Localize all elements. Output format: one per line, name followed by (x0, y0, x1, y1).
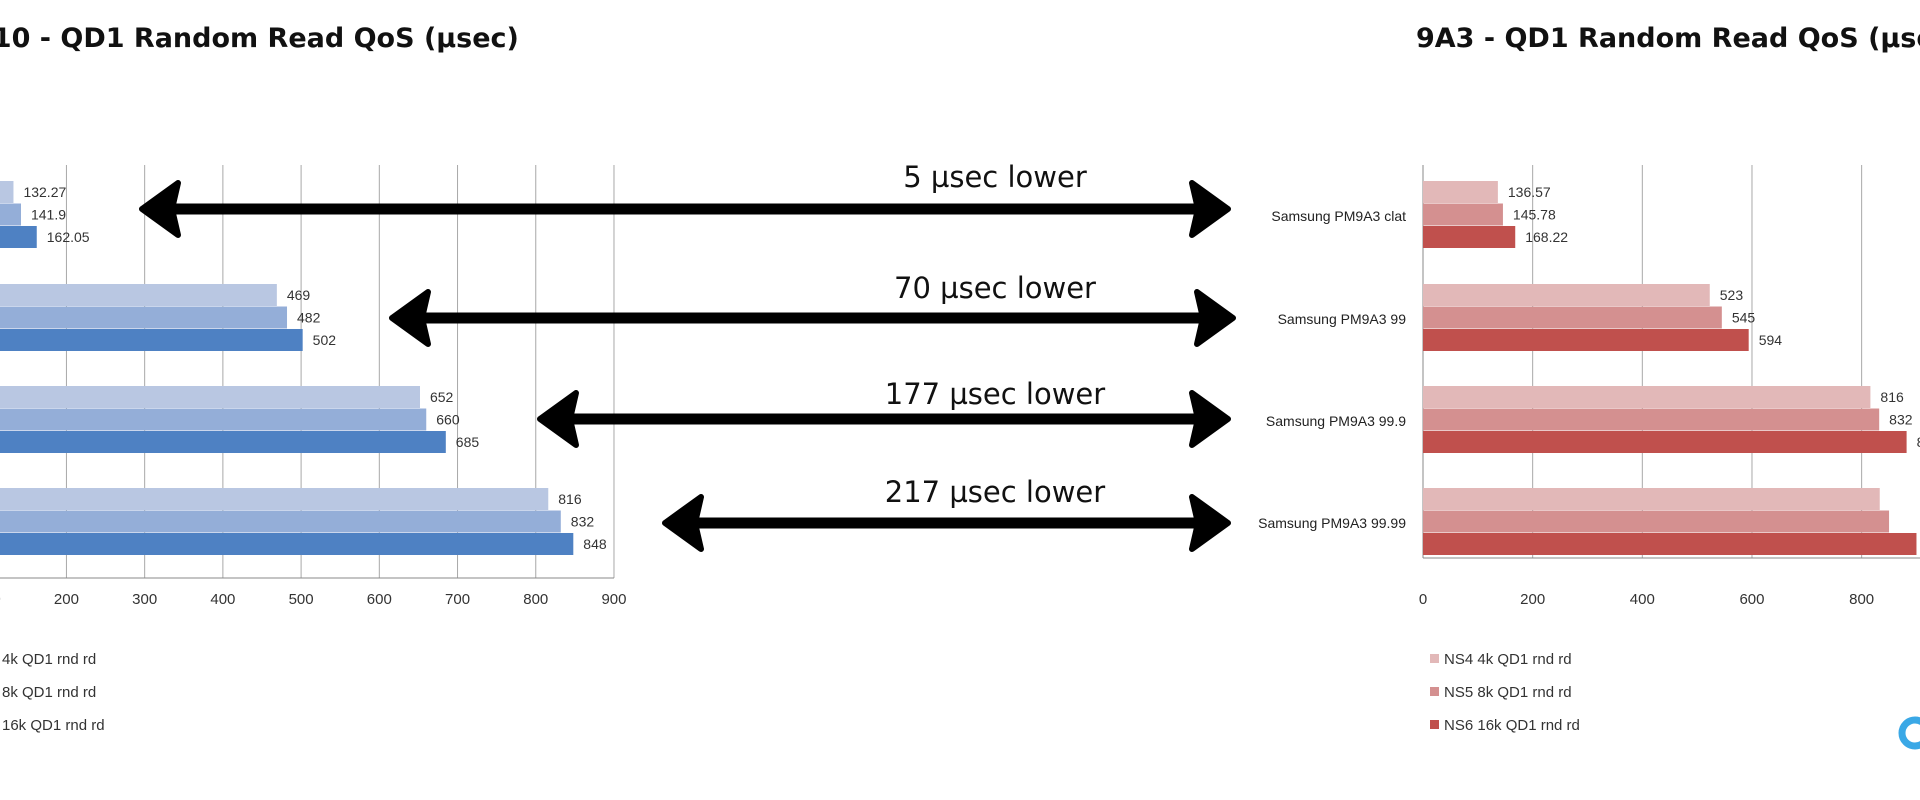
right-bar (1423, 431, 1907, 453)
left-data-label: 482 (297, 310, 321, 326)
left-bar (0, 533, 574, 555)
arrow-head-right (1189, 390, 1231, 448)
right-bar (1423, 386, 1871, 408)
logo-icon (1898, 716, 1920, 750)
right-category-label: Samsung PM9A3 99 (1278, 311, 1407, 327)
left-bar (0, 284, 277, 306)
right-data-label: 168.22 (1525, 229, 1568, 245)
left-bar (0, 488, 549, 510)
left-data-label: 832 (571, 514, 595, 530)
left-x-tick-label: 300 (132, 591, 157, 608)
difference-annotation: 177 µsec lower (885, 377, 1105, 411)
right-bar (1423, 306, 1722, 329)
left-bar (0, 226, 37, 248)
difference-annotation: 5 µsec lower (903, 160, 1087, 194)
left-bar-chart: 100 200 300 400 500 600 700 800 900 132.27 469 652 8… (0, 165, 626, 734)
left-data-label: 652 (430, 389, 454, 405)
right-bar (1423, 488, 1880, 510)
right-legend-swatch (1430, 687, 1439, 696)
left-bar (0, 203, 21, 226)
arrow-head-left (139, 180, 181, 238)
right-category-label: Samsung PM9A3 99.9 (1266, 413, 1406, 429)
right-legend-swatch (1430, 720, 1439, 729)
right-bar (1423, 226, 1516, 248)
right-legend-label: NS5 8k QD1 rnd rd (1444, 684, 1572, 701)
left-bar (0, 510, 561, 533)
left-x-tick-label: 500 (289, 591, 314, 608)
left-data-label: 502 (313, 332, 337, 348)
right-data-label: 145.78 (1513, 207, 1556, 223)
arrow-head-left (537, 390, 579, 448)
arrow-head-right (1189, 494, 1231, 552)
right-bar (1423, 329, 1749, 351)
right-x-tick-label: 200 (1520, 591, 1545, 608)
left-data-label: 816 (558, 491, 582, 507)
right-bar (1423, 284, 1710, 306)
left-data-label: 469 (287, 287, 311, 303)
left-bar (0, 181, 14, 203)
difference-arrows: 5 µsec lower 70 µsec lower 177 µsec lower 2… (139, 160, 1236, 552)
left-legend-label: 8k QD1 rnd rd (2, 684, 96, 701)
arrow-head-left (662, 494, 704, 552)
right-legend-swatch (1430, 654, 1439, 663)
arrow-head-right (1194, 289, 1236, 347)
right-category-label: Samsung PM9A3 99.99 (1258, 515, 1406, 531)
right-data-label: 136.57 (1508, 184, 1551, 200)
left-legend-label: 16k QD1 rnd rd (2, 717, 105, 734)
right-data-label: 816 (1880, 389, 1904, 405)
right-data-label: 832 (1889, 412, 1913, 428)
left-data-label: 660 (436, 412, 460, 428)
left-data-label: 141.9 (31, 207, 66, 223)
left-bar (0, 386, 420, 408)
left-x-tick-label: 800 (523, 591, 548, 608)
right-x-tick-label: 0 (1419, 591, 1427, 608)
left-x-tick-label: 100 (0, 591, 1, 608)
left-data-label: 132.27 (23, 184, 66, 200)
left-x-tick-label: 400 (210, 591, 235, 608)
right-x-tick-label: 600 (1739, 591, 1764, 608)
right-x-tick-label: 800 (1849, 591, 1874, 608)
left-data-label: 848 (583, 536, 607, 552)
left-data-label: 685 (456, 434, 480, 450)
right-bar (1423, 408, 1880, 431)
right-data-label: 594 (1759, 332, 1783, 348)
left-x-tick-label: 700 (445, 591, 470, 608)
left-x-tick-label: 200 (54, 591, 79, 608)
right-bar (1423, 510, 1890, 533)
right-legend-label: NS4 4k QD1 rnd rd (1444, 651, 1572, 668)
left-bar (0, 306, 288, 329)
left-bar (0, 431, 446, 453)
right-data-label: 545 (1732, 310, 1756, 326)
right-bar (1423, 181, 1498, 203)
left-bar (0, 408, 427, 431)
right-chart-title: 9A3 - QD1 Random Read QoS (µsec (1416, 23, 1920, 54)
right-x-tick-label: 400 (1630, 591, 1655, 608)
left-chart-title: 510 - QD1 Random Read QoS (µsec) (0, 23, 519, 54)
difference-annotation: 70 µsec lower (894, 271, 1096, 305)
left-x-tick-label: 900 (601, 591, 626, 608)
left-legend-label: 4k QD1 rnd rd (2, 651, 96, 668)
right-bar (1423, 533, 1917, 555)
left-data-label: 162.05 (47, 229, 90, 245)
left-bar (0, 329, 303, 351)
right-legend-label: NS6 16k QD1 rnd rd (1444, 717, 1580, 734)
difference-annotation: 217 µsec lower (885, 475, 1105, 509)
right-category-label: Samsung PM9A3 clat (1271, 208, 1406, 224)
arrow-head-right (1189, 180, 1231, 238)
right-data-label: 523 (1720, 287, 1744, 303)
left-x-tick-label: 600 (367, 591, 392, 608)
arrow-head-left (389, 289, 431, 347)
right-data-label: 8 (1917, 434, 1920, 450)
right-bar (1423, 203, 1503, 226)
